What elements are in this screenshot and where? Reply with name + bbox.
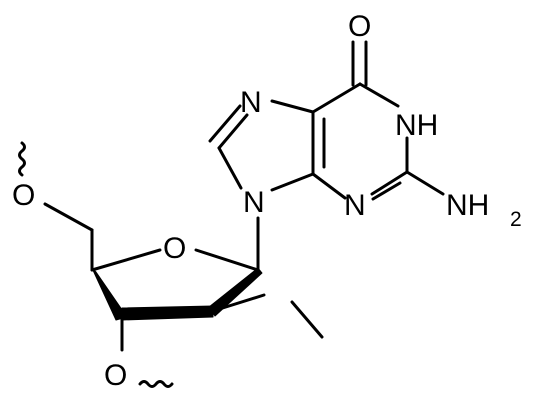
o5prime-wavy-bond — [18, 141, 26, 177]
o2prime-methyl-bond — [290, 300, 324, 339]
c2-n3-double-bond — [371, 181, 402, 201]
c6-n1-bond — [358, 82, 400, 108]
c2-n3-bond — [370, 170, 409, 196]
o3prime-wavy-bond — [138, 380, 174, 388]
amino-subscript-label: 2 — [510, 208, 522, 231]
n7-c8-double-bond — [208, 104, 242, 143]
n9-label: N — [243, 186, 265, 219]
c5prime-o5prime-bond — [43, 202, 94, 232]
o4prime-c4prime-bond — [90, 248, 162, 272]
bonds — [18, 40, 445, 388]
c3prime-c4prime-wedge — [91, 267, 128, 321]
c1prime-c2prime-wedge — [208, 267, 263, 317]
c6-c5-bond — [311, 82, 362, 114]
n3-label: N — [344, 189, 366, 222]
amino-label: NH — [446, 189, 489, 222]
c2prime-c3prime-bold-bond — [121, 305, 214, 321]
c1prime-o4prime-bond — [194, 248, 260, 272]
c5-n7-bond — [270, 99, 315, 114]
nh1-label: NH — [395, 109, 438, 142]
c2-amino-bond — [405, 170, 445, 196]
o5prime-label: O — [12, 179, 35, 212]
n9-c4-bond — [270, 172, 315, 192]
atom-labels: O N NH N N NH 2 O O O — [12, 10, 522, 392]
c8-n9-bond — [217, 146, 243, 190]
ribose-ring-oxygen-label: O — [163, 232, 186, 265]
wedge-bonds — [91, 267, 263, 321]
carbonyl-oxygen-label: O — [348, 10, 371, 43]
n7-label: N — [240, 86, 262, 119]
n7-c8-bond — [217, 113, 249, 150]
n3-c4-bond — [311, 172, 347, 200]
o3prime-label: O — [104, 359, 127, 392]
